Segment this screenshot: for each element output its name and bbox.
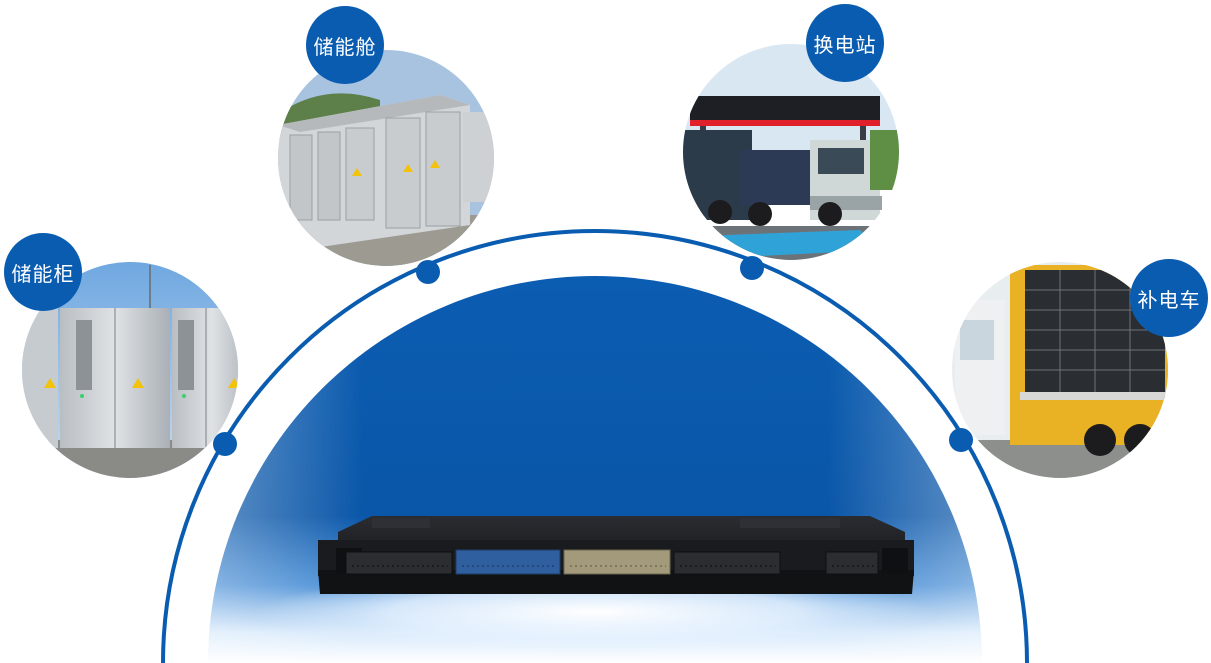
scene-label-charging-vehicle: 补电车 bbox=[1130, 259, 1208, 337]
arc-dot-upper-left bbox=[416, 260, 440, 284]
outer-arc bbox=[161, 229, 1029, 663]
arc-dot-upper-right bbox=[740, 256, 764, 280]
arc-dot-right bbox=[949, 428, 973, 452]
container-photo bbox=[278, 50, 494, 266]
bms-device bbox=[318, 516, 914, 594]
arc-dot-left bbox=[213, 432, 237, 456]
scene-label-swap-station: 换电站 bbox=[806, 4, 884, 82]
scene-label-container: 储能舱 bbox=[306, 6, 384, 84]
scene-label-cabinet: 储能柜 bbox=[4, 233, 82, 311]
swap-station-photo bbox=[683, 44, 899, 260]
